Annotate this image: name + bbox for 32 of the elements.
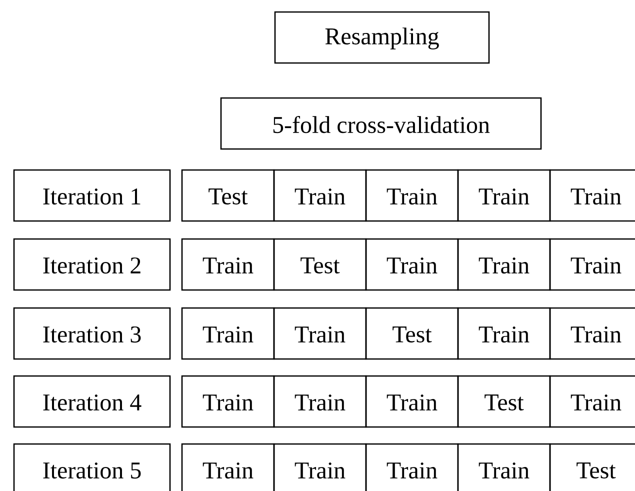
fold-cell: Train [457, 169, 551, 222]
fold-cell: Train [273, 307, 367, 360]
fold-cell: Train [273, 169, 367, 222]
iteration-label-box: Iteration 3 [13, 307, 171, 360]
iteration-label-box: Iteration 2 [13, 238, 171, 291]
fold-cell: Train [181, 238, 275, 291]
fold-cell: Train [457, 238, 551, 291]
fold-cell: Test [457, 375, 551, 428]
fold-cell: Train [181, 443, 275, 491]
fold-cell: Train [549, 375, 635, 428]
iteration-label-box: Iteration 1 [13, 169, 171, 222]
header-box: 5-fold cross-validation [220, 97, 542, 150]
iteration-label-box: Iteration 5 [13, 443, 171, 491]
fold-cell: Train [365, 443, 459, 491]
fold-cell: Train [549, 307, 635, 360]
fold-cell: Test [365, 307, 459, 360]
fold-cell: Train [457, 443, 551, 491]
fold-cell: Train [365, 238, 459, 291]
fold-cell: Train [549, 169, 635, 222]
fold-cell: Test [181, 169, 275, 222]
fold-cell: Train [549, 238, 635, 291]
fold-cell: Train [273, 443, 367, 491]
fold-cell: Train [365, 169, 459, 222]
header-box: Resampling [274, 11, 490, 64]
fold-cell: Test [549, 443, 635, 491]
fold-cell: Train [181, 307, 275, 360]
fold-cell: Train [457, 307, 551, 360]
fold-cell: Train [181, 375, 275, 428]
fold-cell: Train [273, 375, 367, 428]
iteration-label-box: Iteration 4 [13, 375, 171, 428]
fold-cell: Test [273, 238, 367, 291]
fold-cell: Train [365, 375, 459, 428]
